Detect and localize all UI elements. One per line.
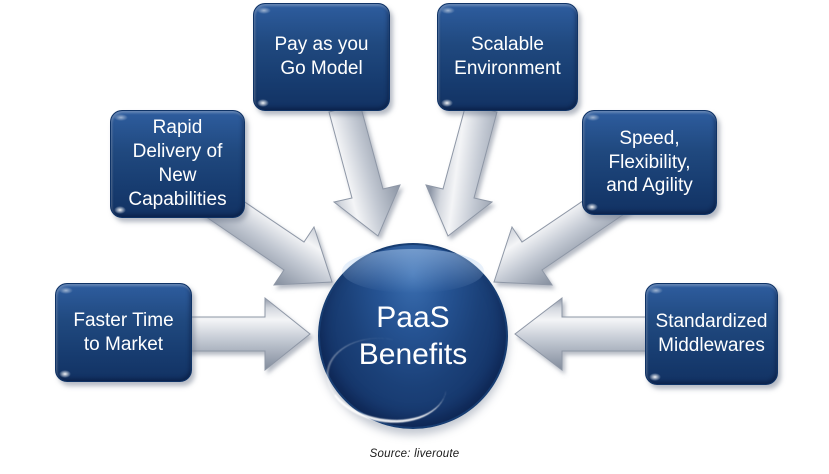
arrow-pay-as-you-go-to-center [328,103,401,237]
benefit-box-faster-time: Faster Time to Market [55,283,192,382]
benefit-label-standardized-middlewares: Standardized Middlewares [655,311,768,356]
benefit-box-standardized-middlewares: Standardized Middlewares [645,283,778,385]
benefit-label-speed-flexibility: Speed, Flexibility, and Agility [606,127,693,197]
arrow-standardized-to-center [514,296,649,372]
arrow-faster-time-to-center [179,296,311,372]
benefit-box-rapid-delivery: Rapid Delivery of New Capabilities [110,110,245,218]
benefit-box-pay-as-you-go: Pay as you Go Model [253,3,390,111]
benefit-box-scalable-environment: Scalable Environment [437,3,578,111]
benefit-label-rapid-delivery: Rapid Delivery of New Capabilities [128,117,227,210]
center-circle-label: PaaS Benefits [358,300,468,372]
benefit-label-faster-time: Faster Time to Market [73,309,174,355]
benefit-label-pay-as-you-go: Pay as you Go Model [274,34,369,79]
center-circle-paas-benefits: PaaS Benefits [318,243,508,429]
arrow-scalable-to-center [425,103,498,237]
benefit-box-speed-flexibility: Speed, Flexibility, and Agility [582,110,717,215]
benefit-label-scalable-environment: Scalable Environment [454,34,561,79]
source-note: Source: liveroute [369,448,460,460]
